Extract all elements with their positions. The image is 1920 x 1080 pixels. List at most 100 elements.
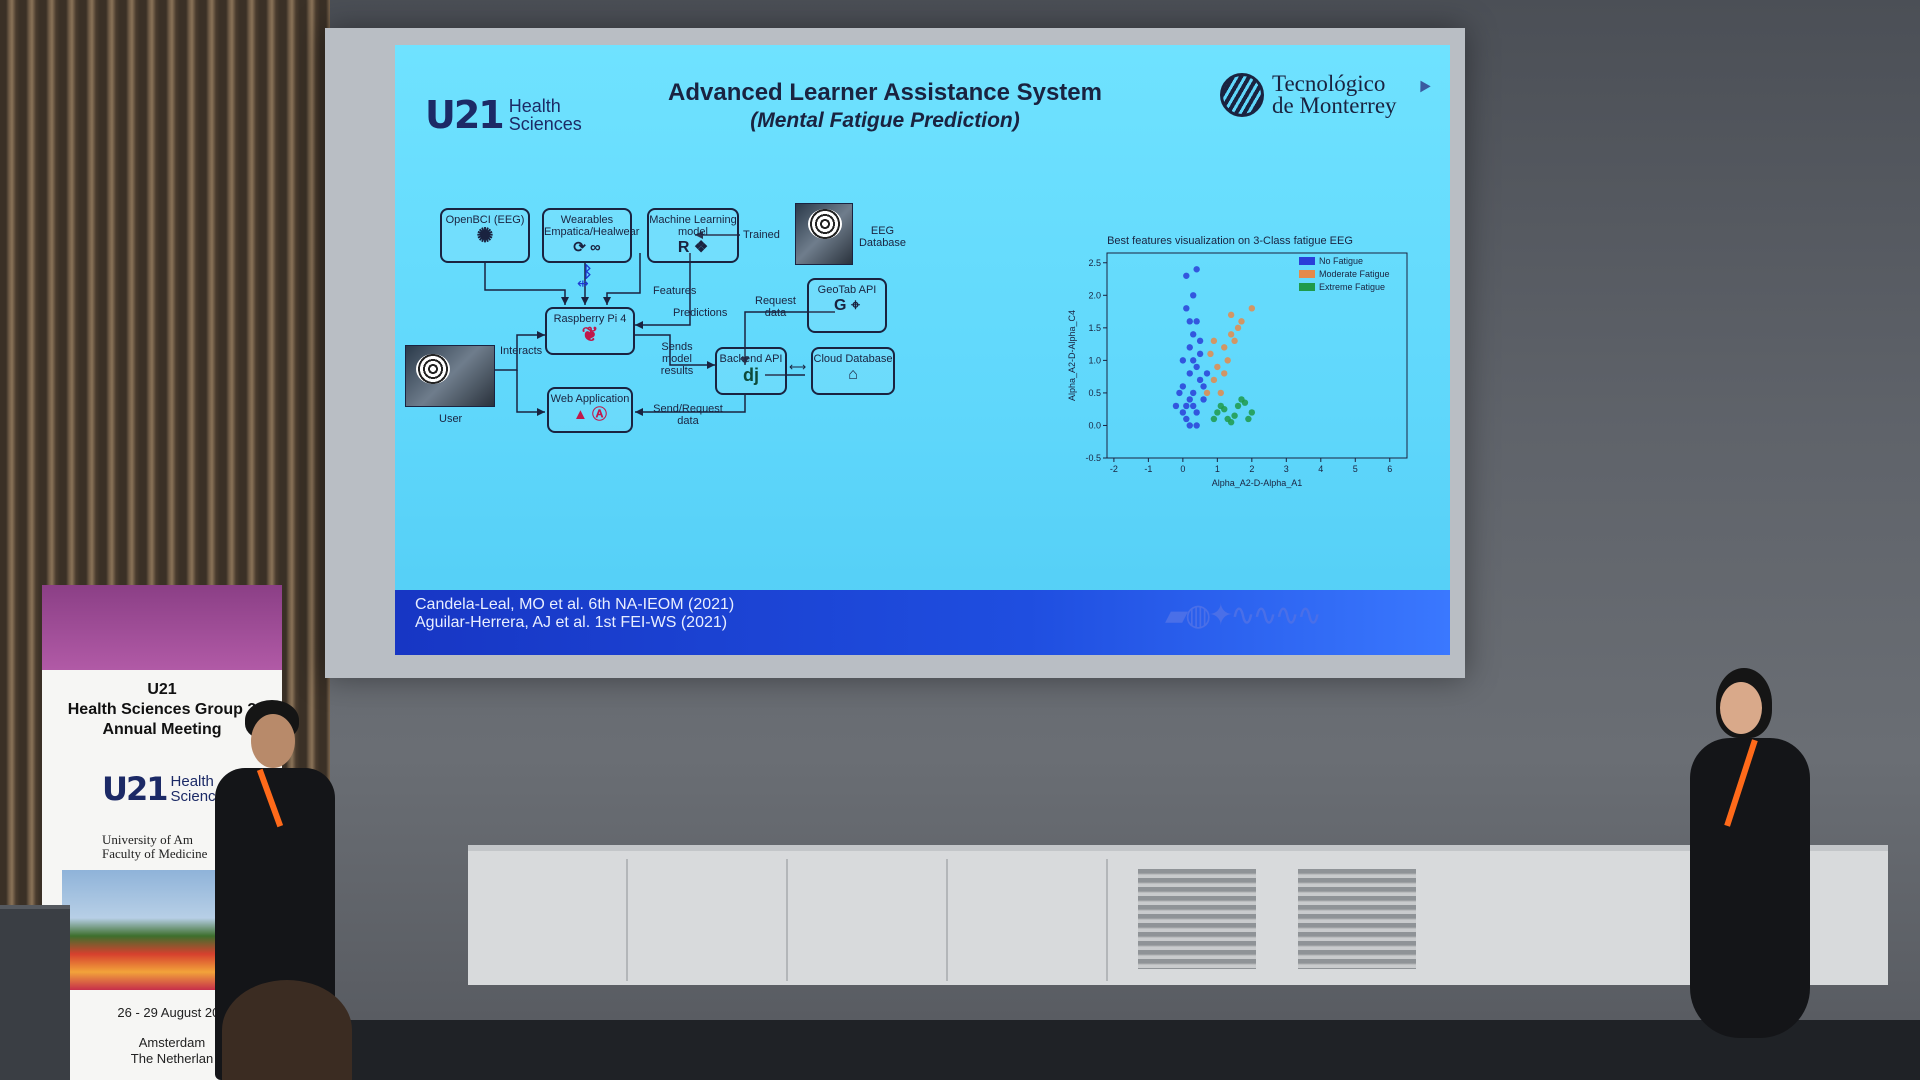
eeg-db-line1: EEG <box>870 225 895 237</box>
presenter-face <box>251 714 295 768</box>
scatter-point <box>1179 357 1187 364</box>
sends-line1: Sends model <box>661 341 693 365</box>
scatter-point <box>1190 331 1197 338</box>
scatter-point <box>1210 337 1218 345</box>
heroku-icon: ⌂ <box>848 366 858 383</box>
scatter-point <box>1193 363 1200 371</box>
r-python-icon: R ❖ <box>677 239 709 256</box>
slide-subtitle: (Mental Fatigue Prediction) <box>750 109 1020 132</box>
scatter-point <box>1179 409 1187 416</box>
scatter-point <box>1193 318 1200 325</box>
scatter-point <box>1183 272 1190 279</box>
x-tick-label: 5 <box>1353 464 1358 474</box>
scatter-point <box>1190 292 1197 299</box>
scatter-point <box>1193 266 1200 273</box>
trained-label: Trained <box>743 229 780 241</box>
presenter2-dress <box>1690 738 1810 1038</box>
banner-logo-mark: U21 <box>102 770 169 808</box>
scatter-point <box>1203 370 1211 377</box>
tec-logo: Tecnológico de Monterrey <box>1220 72 1397 118</box>
request-line1: Request <box>755 295 796 307</box>
scatter-point <box>1234 324 1242 332</box>
banner-university: University of Am Faculty of Medicine <box>102 833 207 861</box>
scatter-point <box>1179 383 1187 390</box>
chart-title: Best features visualization on 3-Class f… <box>1107 235 1353 247</box>
u21-logo-mark: U21 <box>425 93 505 137</box>
scatter-point <box>1190 389 1197 397</box>
legend-label: Moderate Fatigue <box>1319 269 1390 279</box>
diagram-connectors <box>484 231 835 416</box>
scatter-point <box>1210 376 1218 384</box>
x-tick-label: 4 <box>1318 464 1323 474</box>
y-tick-label: 0.0 <box>1088 420 1101 430</box>
y-tick-label: 1.5 <box>1088 323 1101 333</box>
eeg-db-line2: Database <box>858 237 907 249</box>
angular-icon: ▲ Ⓐ <box>572 406 607 423</box>
x-tick-label: 1 <box>1215 464 1220 474</box>
banner-date: 26 - 29 August 202 <box>117 1005 227 1020</box>
x-tick-label: 6 <box>1387 464 1392 474</box>
bidirectional-arrow-icon: ⟷ <box>789 360 807 374</box>
banner-header <box>42 585 282 670</box>
banner-logo-text: Health Science <box>171 774 224 804</box>
legend-swatch <box>1299 270 1315 278</box>
scatter-point <box>1238 396 1245 403</box>
stage-cabinet <box>468 845 1888 985</box>
scatter-point <box>1214 409 1221 416</box>
scatter-point <box>1186 422 1193 429</box>
geotab-maps-icon: G ⌖ <box>834 297 860 314</box>
scatter-point <box>1200 396 1207 403</box>
wearables-sublabel: Empatica/Healwear <box>544 226 640 238</box>
user-eeg-cap-icon <box>416 354 450 384</box>
sends-results-label: Sends model results <box>647 341 707 377</box>
legend-label: No Fatigue <box>1319 256 1363 266</box>
scatter-point <box>1183 402 1190 410</box>
request-data-label: Request data <box>753 295 798 319</box>
eeg-database-label: EEG Database <box>855 225 910 249</box>
ml-model-box: Machine Learning model R ❖ <box>647 208 739 263</box>
scatter-point <box>1183 305 1190 312</box>
scatter-point <box>1190 357 1197 364</box>
raspberry-icon: ❦ <box>581 324 599 346</box>
banner-meeting-title: U21 Health Sciences Group 2 Annual Meeti… <box>42 680 282 740</box>
eeg-cap-icon <box>808 209 842 239</box>
y-tick-label: 2.0 <box>1088 290 1101 300</box>
tec-logo-line2: de Monterrey <box>1272 93 1397 118</box>
scatter-point <box>1231 412 1238 419</box>
web-application-box: Web Application ▲ Ⓐ <box>547 387 633 433</box>
banner-city-line1: Amsterdam <box>138 1035 206 1050</box>
legend-swatch <box>1299 283 1315 291</box>
scatter-point <box>1224 357 1231 364</box>
scatter-point <box>1193 409 1200 416</box>
sendreq-line2: data <box>677 415 699 427</box>
scatter-point <box>1214 363 1221 371</box>
scatter-point <box>1227 331 1235 338</box>
ml-model-label: Machine Learning <box>649 214 737 226</box>
scatter-point <box>1245 415 1252 423</box>
scatter-point <box>1227 419 1235 426</box>
scatter-point <box>1186 344 1193 351</box>
geotab-box: GeoTab API G ⌖ <box>807 278 887 333</box>
webapp-label: Web Application <box>550 393 630 405</box>
u21-logo-line2: Sciences <box>508 114 582 134</box>
x-tick-label: -2 <box>1110 464 1118 474</box>
u21-logo-text: Health Sciences <box>509 97 582 133</box>
sends-line2: results <box>660 365 694 377</box>
banner-city-line2: The Netherlan <box>130 1051 214 1066</box>
wearable-icons: ⟳ ∞ <box>573 239 601 256</box>
scatter-point <box>1234 402 1242 410</box>
vent-grille <box>1298 869 1416 969</box>
scatter-point <box>1203 389 1211 397</box>
x-axis-label: Alpha_A2-D-Alpha_A1 <box>1212 478 1303 488</box>
sendreq-line1: Send/Request <box>653 403 723 415</box>
eeg-database-photo <box>795 203 853 265</box>
banner-uni-line1: University of Am <box>102 832 193 847</box>
y-tick-label: 0.5 <box>1088 388 1101 398</box>
y-tick-label: 2.5 <box>1088 258 1101 268</box>
raspberry-pi-box: Raspberry Pi 4 ❦ <box>545 307 635 355</box>
django-icon: dj <box>743 365 759 385</box>
tec-logo-text: Tecnológico de Monterrey <box>1272 72 1397 118</box>
banner-uni-line2: Faculty of Medicine <box>102 846 208 861</box>
legend-swatch <box>1299 257 1315 265</box>
